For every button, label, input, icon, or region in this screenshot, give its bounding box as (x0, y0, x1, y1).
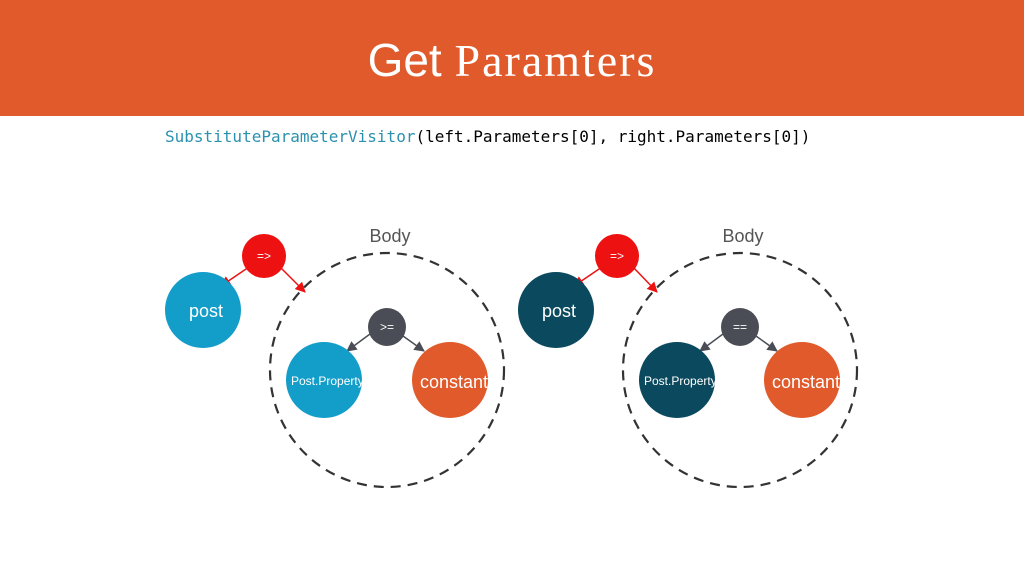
right-constant-label: constant (772, 372, 840, 392)
title-banner (0, 0, 1024, 116)
left-param-node (165, 272, 241, 348)
code-args: (left.Parameters[0], right.Parameters[0]… (415, 127, 811, 146)
right-tree: Body => post == Post.Property constant (518, 226, 859, 489)
left-body-label: Body (369, 226, 410, 246)
right-property-node (639, 342, 715, 418)
left-property-label: Post.Property (291, 374, 364, 388)
right-op-to-constant-arrow (755, 335, 778, 352)
left-operator-node (368, 308, 406, 346)
left-lambda-node (242, 234, 286, 278)
left-op-to-property-arrow (346, 333, 371, 352)
right-lambda-to-body-arrow (632, 266, 658, 293)
slide-title: Get Paramters (0, 30, 1024, 91)
title-word-paramters: Paramters (454, 35, 657, 86)
right-lambda-label: => (610, 249, 624, 263)
left-body-boundary (268, 251, 506, 489)
title-word-get: Get (367, 34, 442, 86)
left-lambda-label: => (257, 249, 271, 263)
right-constant-node (764, 342, 840, 418)
right-param-label: post (542, 301, 576, 321)
left-constant-node (412, 342, 488, 418)
right-param-node (518, 272, 594, 348)
right-body-boundary (621, 251, 859, 489)
left-constant-label: constant (420, 372, 488, 392)
left-param-label: post (189, 301, 223, 321)
code-line: SubstituteParameterVisitor(left.Paramete… (165, 126, 810, 148)
code-class-name: SubstituteParameterVisitor (165, 127, 416, 146)
left-lambda-to-body-arrow (279, 266, 306, 293)
right-property-label: Post.Property (644, 374, 717, 388)
right-operator-label: == (733, 320, 747, 334)
left-property-node (286, 342, 362, 418)
right-lambda-node (595, 234, 639, 278)
right-op-to-property-arrow (699, 333, 724, 352)
left-operator-label: >= (380, 320, 394, 334)
right-operator-node (721, 308, 759, 346)
left-op-to-constant-arrow (402, 335, 425, 352)
left-tree: Body => post >= Post.Property constant (165, 226, 506, 489)
right-body-label: Body (722, 226, 763, 246)
